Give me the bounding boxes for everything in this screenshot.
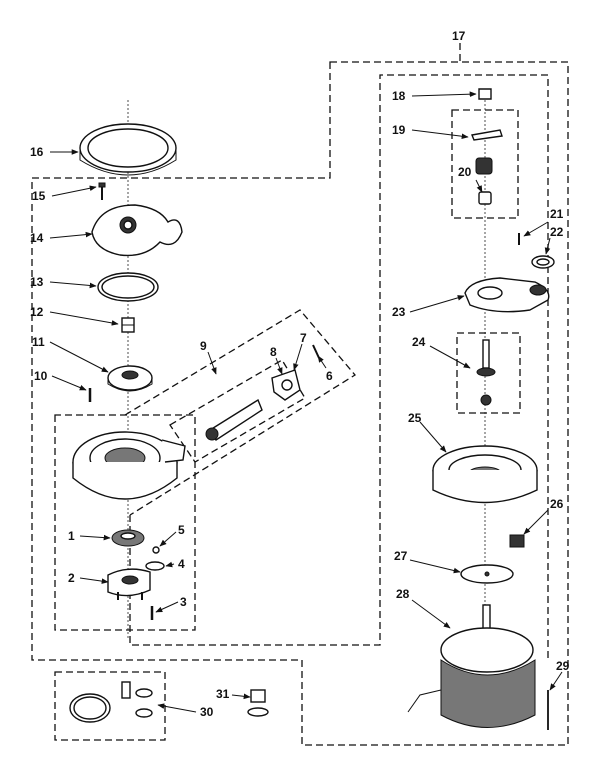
callout-21: 21 bbox=[550, 207, 564, 221]
part-25-motor-mount bbox=[432, 445, 538, 504]
part-1-seal bbox=[111, 529, 145, 547]
callout-31: 31 bbox=[216, 687, 230, 701]
assembly-17-boundary bbox=[31, 43, 569, 746]
part-8-solenoid bbox=[205, 398, 263, 441]
callout-19: 19 bbox=[392, 123, 406, 137]
callout-1: 1 bbox=[68, 529, 75, 543]
callout-2: 2 bbox=[68, 571, 75, 585]
part-18-nut bbox=[478, 88, 492, 100]
callout-24: 24 bbox=[412, 335, 426, 349]
callout-16: 16 bbox=[30, 145, 44, 159]
sub-boundary-lower-left bbox=[54, 414, 196, 631]
part-7-bracket bbox=[271, 369, 301, 401]
callout-leaders bbox=[49, 91, 563, 713]
callout-22: 22 bbox=[550, 225, 564, 239]
assembly-9-boundary bbox=[124, 74, 549, 658]
part-31-plug bbox=[247, 689, 269, 717]
part-22-grommet bbox=[531, 255, 555, 269]
callout-7: 7 bbox=[300, 331, 307, 345]
part-4-o-ring bbox=[145, 561, 165, 571]
part-23-plate bbox=[464, 277, 550, 313]
callout-10: 10 bbox=[34, 369, 48, 383]
part-28-motor bbox=[407, 604, 536, 728]
callout-11: 11 bbox=[32, 335, 45, 349]
part-27-washer bbox=[460, 564, 514, 584]
callout-26: 26 bbox=[550, 497, 564, 511]
part-24-shaft bbox=[476, 339, 496, 406]
part-12-nut bbox=[121, 317, 135, 333]
callout-30: 30 bbox=[200, 705, 214, 719]
callout-23: 23 bbox=[392, 305, 406, 319]
pump-housing bbox=[72, 431, 186, 500]
callout-29: 29 bbox=[556, 659, 570, 673]
callout-17: 17 bbox=[452, 29, 466, 43]
kit-30-contents bbox=[69, 681, 153, 723]
callout-27: 27 bbox=[394, 549, 408, 563]
part-5-ball bbox=[152, 546, 160, 554]
callout-28: 28 bbox=[396, 587, 410, 601]
callout-4: 4 bbox=[178, 557, 185, 571]
callout-20: 20 bbox=[458, 165, 472, 179]
callout-8: 8 bbox=[270, 345, 277, 359]
callout-25: 25 bbox=[408, 411, 422, 425]
part-15-screw bbox=[98, 182, 106, 200]
part-19-arm bbox=[471, 129, 503, 141]
part-14-plate bbox=[91, 204, 183, 257]
callout-labels: 16 15 14 13 12 11 10 9 8 7 6 1 2 3 4 5 1… bbox=[30, 29, 570, 719]
callout-18: 18 bbox=[392, 89, 406, 103]
callout-14: 14 bbox=[30, 231, 44, 245]
callout-12: 12 bbox=[30, 305, 44, 319]
part-26-connector bbox=[509, 534, 525, 548]
callout-6: 6 bbox=[326, 369, 333, 383]
part-16-ring bbox=[79, 123, 177, 176]
part-2-base bbox=[107, 568, 151, 600]
callout-5: 5 bbox=[178, 523, 185, 537]
kit-30-box bbox=[54, 671, 166, 741]
sub-boundary-24 bbox=[456, 332, 521, 414]
callout-3: 3 bbox=[180, 595, 187, 609]
callout-9: 9 bbox=[200, 339, 207, 353]
part-11-impeller bbox=[107, 365, 153, 392]
sub-boundary-19 bbox=[451, 109, 519, 219]
part-20-cam bbox=[475, 157, 493, 205]
part-13-o-ring bbox=[97, 272, 159, 302]
callout-15: 15 bbox=[32, 189, 46, 203]
callout-13: 13 bbox=[30, 275, 44, 289]
